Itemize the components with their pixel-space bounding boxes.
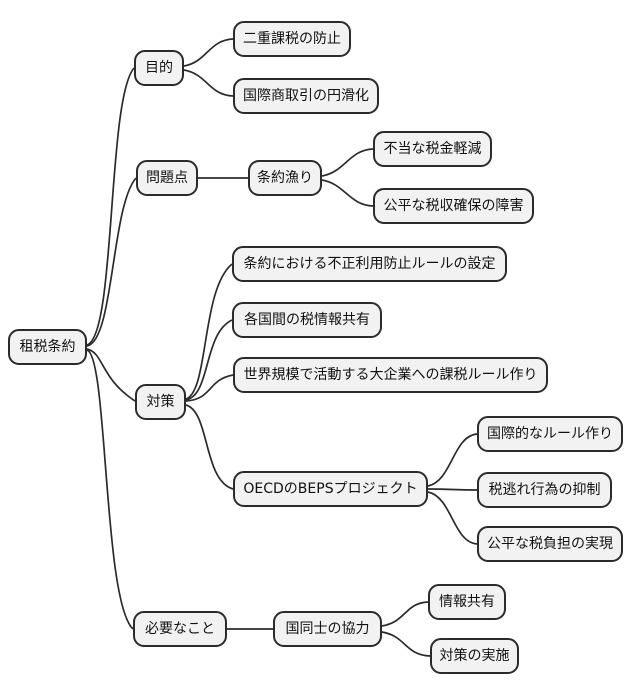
edge-root-measures	[86, 348, 136, 402]
edge-shopping-s1	[321, 148, 374, 177]
edge-purpose-p2	[183, 69, 234, 97]
node-oecd-beps-project: OECDのBEPSプロジェクト	[233, 471, 428, 507]
node-measures: 対策	[135, 384, 186, 420]
node-international-cooperation: 国同士の協力	[273, 611, 382, 647]
node-intl-trade-facilitation: 国際商取引の円滑化	[233, 78, 379, 114]
edge-measures-m3	[185, 374, 234, 402]
node-problems: 問題点	[136, 160, 198, 196]
node-information-sharing: 情報共有	[428, 584, 506, 620]
node-tax-info-sharing: 各国間の税情報共有	[232, 302, 382, 338]
edge-root-needs	[86, 349, 134, 630]
node-anti-abuse-rules: 条約における不正利用防止ルールの設定	[232, 246, 507, 282]
edge-measures-m2	[185, 319, 233, 401]
node-tax-avoidance-suppression: 税逃れ行為の抑制	[477, 472, 612, 508]
edge-oecd-o2	[427, 488, 478, 491]
edge-shopping-s2	[321, 179, 374, 207]
edge-oecd-o3	[427, 491, 478, 545]
edge-coop-c1	[381, 601, 429, 627]
node-root-tax-treaty: 租税条約	[8, 329, 87, 365]
node-purpose: 目的	[134, 50, 184, 86]
node-global-corp-tax-rules: 世界規模で活動する大企業への課税ルール作り	[233, 357, 548, 393]
edge-root-purpose	[86, 67, 135, 346]
node-unfair-tax-reduction: 不当な税金軽減	[373, 131, 492, 167]
node-treaty-shopping: 条約漁り	[248, 160, 322, 196]
node-measure-implementation: 対策の実施	[430, 638, 519, 674]
edge-measures-oecd	[185, 404, 234, 490]
node-international-rulemaking: 国際的なルール作り	[477, 416, 623, 452]
edge-root-problem	[86, 177, 137, 347]
edge-measures-m1	[185, 263, 233, 400]
node-double-taxation-prevention: 二重課税の防止	[233, 21, 351, 57]
node-fair-revenue-obstacle: 公平な税収確保の障害	[373, 188, 534, 224]
node-fair-tax-burden: 公平な税負担の実現	[477, 526, 623, 562]
edge-purpose-p1	[183, 38, 234, 67]
edge-coop-c2	[381, 631, 431, 657]
edge-oecd-o1	[427, 433, 478, 487]
node-necessities: 必要なこと	[133, 611, 227, 647]
